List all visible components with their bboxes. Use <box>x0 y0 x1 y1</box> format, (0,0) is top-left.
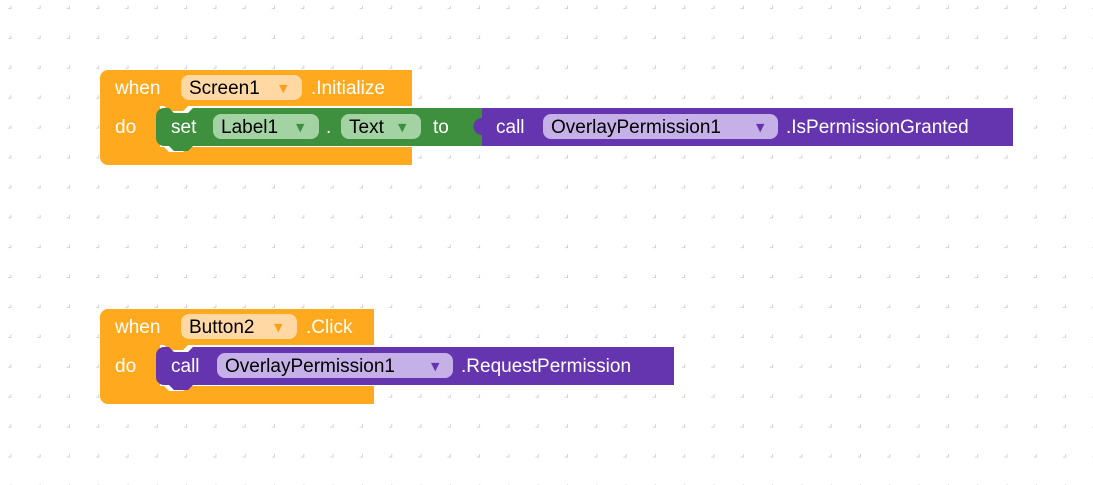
dropdown-arrow-icon: ▼ <box>296 121 305 134</box>
when-screen1-initialize-block[interactable]: when Screen1 ▼ .Initialize do set Label1… <box>100 70 1013 165</box>
set-keyword: set <box>171 117 197 138</box>
property-name: Text <box>349 117 385 138</box>
when-button2-click-block[interactable]: when Button2 ▼ .Click do call OverlayPer… <box>100 309 674 404</box>
when-keyword: when <box>114 78 160 99</box>
event-name: .Click <box>306 317 353 338</box>
dropdown-arrow-icon: ▼ <box>279 82 288 95</box>
event-block-shape <box>100 309 374 404</box>
component-dropdown-overlaypermission1[interactable]: OverlayPermission1 ▼ <box>217 353 453 378</box>
event-name: .Initialize <box>311 78 385 99</box>
method-name: .IsPermissionGranted <box>786 117 969 138</box>
component-name: Screen1 <box>189 78 260 99</box>
set-label1-text-block[interactable]: set Label1 ▼ . Text ▼ to <box>156 108 484 151</box>
property-dropdown-text[interactable]: Text ▼ <box>341 114 421 139</box>
dot-separator: . <box>326 117 331 138</box>
method-name: .RequestPermission <box>461 356 631 377</box>
component-dropdown-button2[interactable]: Button2 ▼ <box>181 314 297 339</box>
dropdown-arrow-icon: ▼ <box>398 121 407 134</box>
event-block-shape <box>100 70 412 165</box>
call-keyword: call <box>171 356 200 377</box>
component-dropdown-label1[interactable]: Label1 ▼ <box>213 114 319 139</box>
component-name: OverlayPermission1 <box>551 117 721 138</box>
call-is-permission-granted-block[interactable]: call OverlayPermission1 ▼ .IsPermissionG… <box>473 108 1014 146</box>
dropdown-arrow-icon: ▼ <box>274 321 283 334</box>
do-keyword: do <box>115 117 136 138</box>
dropdown-arrow-icon: ▼ <box>756 121 765 134</box>
component-dropdown-screen1[interactable]: Screen1 ▼ <box>181 75 302 100</box>
call-request-permission-block[interactable]: call OverlayPermission1 ▼ .RequestPermis… <box>156 347 674 390</box>
component-dropdown-overlaypermission1[interactable]: OverlayPermission1 ▼ <box>543 114 778 139</box>
component-name: OverlayPermission1 <box>225 356 395 377</box>
do-keyword: do <box>115 356 136 377</box>
to-keyword: to <box>433 117 449 138</box>
call-keyword: call <box>496 117 525 138</box>
component-name: Button2 <box>189 317 255 338</box>
dropdown-arrow-icon: ▼ <box>431 360 440 373</box>
when-keyword: when <box>114 317 160 338</box>
component-name: Label1 <box>221 117 278 138</box>
